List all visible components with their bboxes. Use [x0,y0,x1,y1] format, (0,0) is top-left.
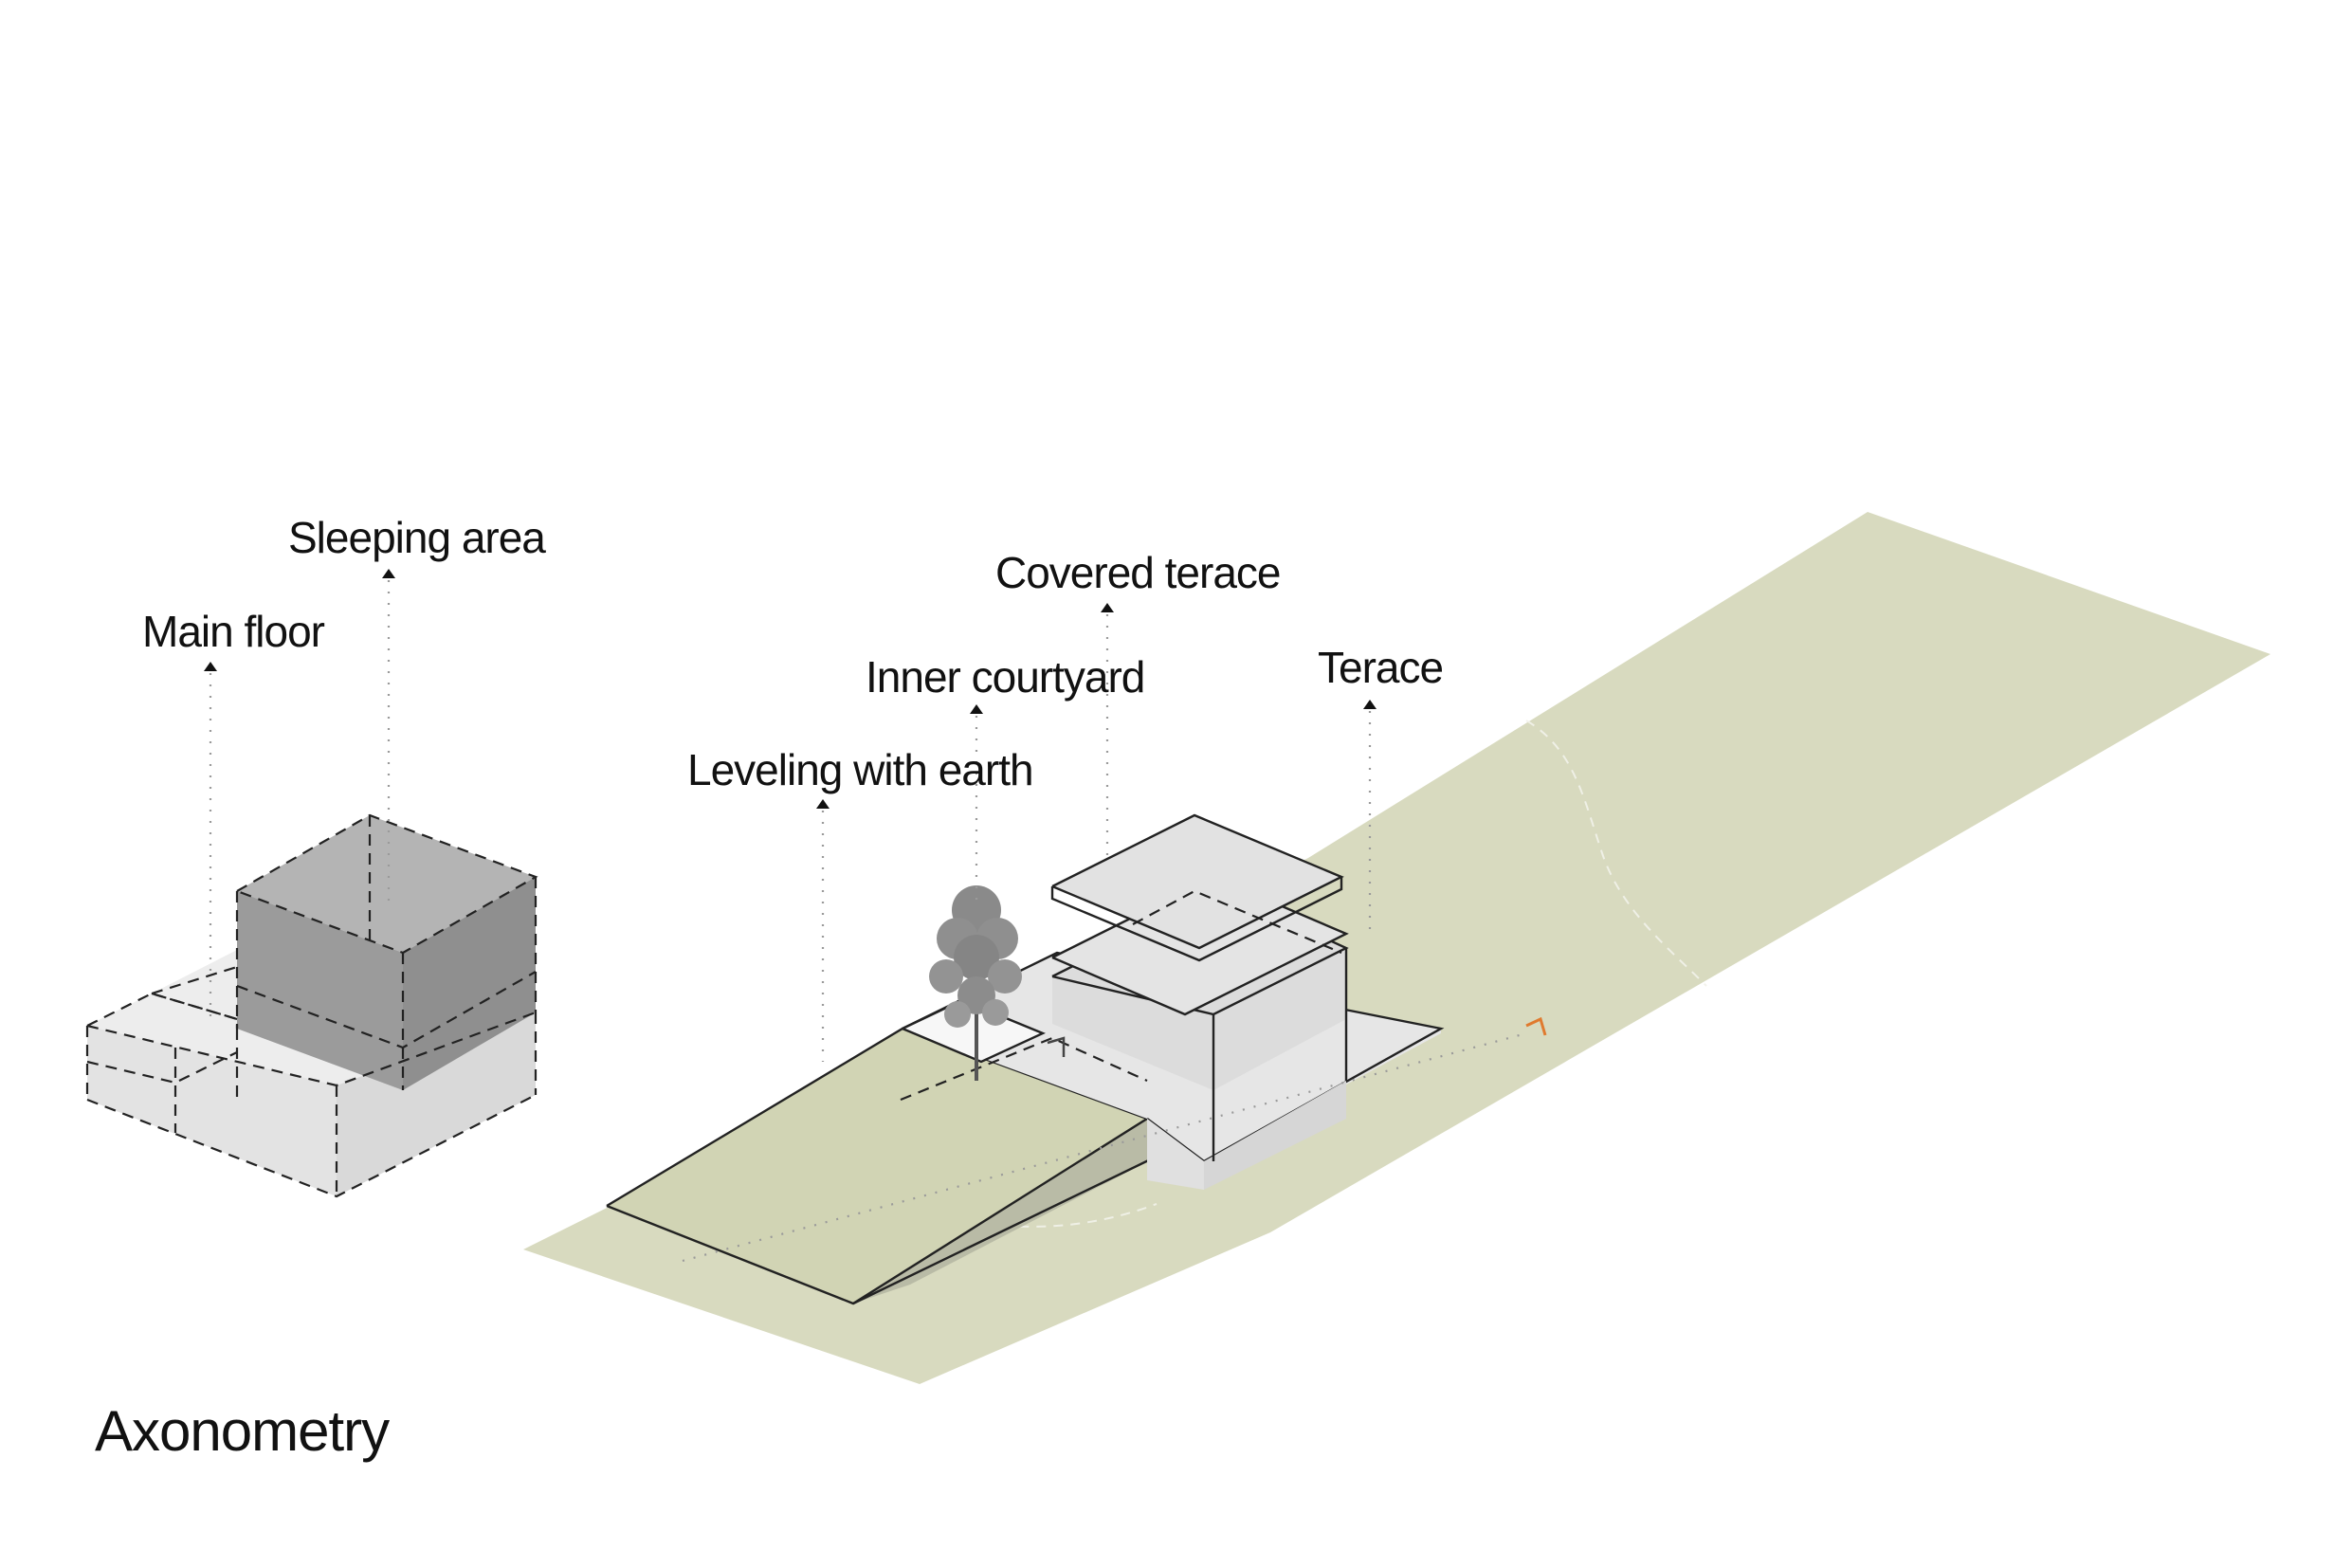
sleeping-area-side [403,877,536,1090]
terrain-contour [1525,720,1707,987]
leveling-slope [853,1119,1166,1304]
label-terace: Terace [1318,643,1443,692]
roof-slab [1052,815,1341,948]
label-sleeping-area: Sleeping area [288,513,546,562]
house-side-wall [1204,1081,1346,1190]
massing-edges [85,813,538,1198]
program-massing [85,813,538,1198]
label-covered-terace: Covered terace [995,548,1281,597]
annotations: Sleeping area Main floor Covered terace … [142,513,1444,1062]
label-main-floor: Main floor [142,607,325,656]
main-floor-volume-front [87,1026,337,1196]
house-front-wall [1147,1119,1204,1190]
tree-icon [929,885,1022,1081]
north-marker [1047,1036,1066,1057]
label-leveling-with-earth: Leveling with earth [687,745,1033,794]
main-floor-volume-side [337,1012,536,1196]
leveling-plane [607,1029,1147,1304]
diagram-title: Axonometry [95,1399,390,1463]
house-on-site [606,813,1547,1305]
inner-courtyard-void [903,1000,1043,1062]
orientation-marker [1525,1016,1547,1036]
label-inner-courtyard: Inner courtyard [866,652,1144,702]
sleeping-area-front [237,891,403,1090]
